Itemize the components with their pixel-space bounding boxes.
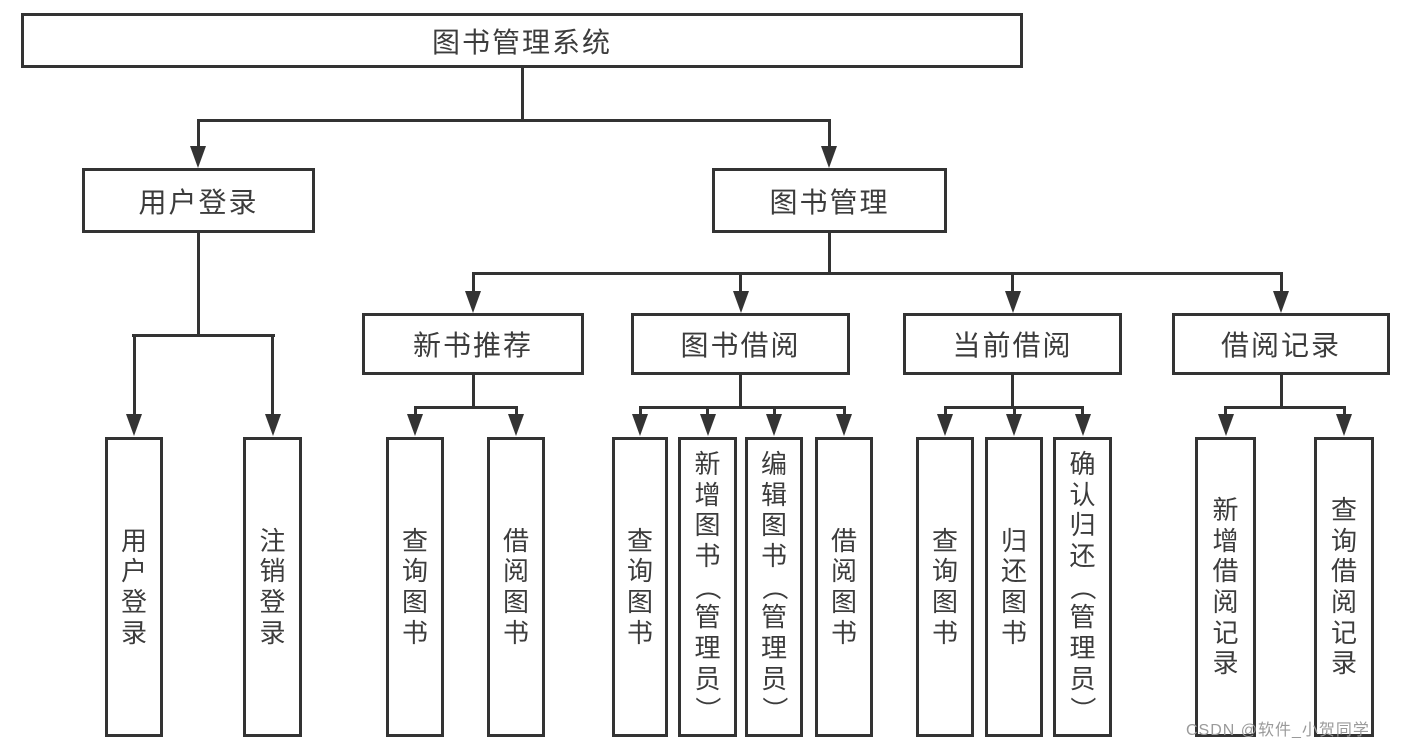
leaf-nb-borrow-book-box: 借阅图书 xyxy=(487,437,545,737)
leaf-cb-query-book-box: 查询图书 xyxy=(916,437,974,737)
book-borrow-node-label: 图书借阅 xyxy=(680,330,801,361)
new-book-recommend-node-box: 新书推荐 xyxy=(362,313,584,375)
down-arrow-icon xyxy=(766,414,782,436)
connector-hline xyxy=(638,405,846,409)
current-borrow-node-label: 当前借阅 xyxy=(952,330,1073,361)
down-arrow-icon xyxy=(632,414,648,436)
down-arrow-icon xyxy=(1074,414,1091,436)
down-arrow-icon xyxy=(1217,414,1234,436)
new-book-recommend-node-label: 新书推荐 xyxy=(412,330,533,361)
connector-hline xyxy=(413,405,518,409)
connector-shaft xyxy=(196,118,200,148)
root-node-box: 图书管理系统 xyxy=(21,13,1023,68)
down-arrow-icon xyxy=(937,414,953,436)
connector-shaft xyxy=(943,405,947,417)
connector-shaft xyxy=(842,405,846,417)
connector-stub xyxy=(471,375,475,407)
connector-stub xyxy=(739,375,742,407)
down-arrow-icon xyxy=(264,414,281,436)
down-arrow-icon xyxy=(508,414,524,436)
connector-stub xyxy=(827,233,831,274)
down-arrow-icon xyxy=(1336,414,1352,436)
connector-shaft xyxy=(827,118,831,148)
down-arrow-icon xyxy=(732,291,749,313)
connector-shaft xyxy=(1012,405,1016,417)
down-arrow-icon xyxy=(465,291,481,313)
connector-shaft xyxy=(132,333,136,416)
connector-hline xyxy=(131,333,275,337)
leaf-br-add-record-box: 新增借阅记录 xyxy=(1195,437,1256,737)
leaf-bb-query-book-box: 查询图书 xyxy=(612,437,668,737)
leaf-br-query-record-box: 查询借阅记录 xyxy=(1314,437,1374,737)
down-arrow-icon xyxy=(1273,291,1289,313)
down-arrow-icon xyxy=(190,146,206,168)
leaf-logout-login-box: 注销登录 xyxy=(243,437,302,737)
connector-hline xyxy=(1223,405,1346,409)
connector-shaft xyxy=(1342,405,1346,417)
current-borrow-node-box: 当前借阅 xyxy=(903,313,1122,375)
connector-shaft xyxy=(772,405,776,417)
connector-shaft xyxy=(413,405,417,417)
borrow-records-node-label: 借阅记录 xyxy=(1220,330,1341,361)
connector-shaft xyxy=(739,271,742,294)
connector-shaft xyxy=(471,271,475,294)
book-management-node-label: 图书管理 xyxy=(769,186,890,218)
down-arrow-icon xyxy=(699,414,716,436)
connector-stub xyxy=(1279,375,1283,407)
connector-stub xyxy=(196,233,200,336)
connector-stub xyxy=(1011,375,1014,407)
connector-root-stub xyxy=(520,68,524,121)
connector-shaft xyxy=(271,333,274,416)
down-arrow-icon xyxy=(126,414,142,436)
connector-shaft xyxy=(706,405,709,417)
borrow-records-node-box: 借阅记录 xyxy=(1172,313,1390,375)
connector-level2-hline xyxy=(196,118,831,122)
user-login-node-box: 用户登录 xyxy=(82,168,315,233)
connector-shaft xyxy=(1011,271,1014,294)
down-arrow-icon xyxy=(1006,414,1022,436)
csdn-watermark: CSDN @软件_小贺同学 xyxy=(1186,722,1370,739)
connector-level3-hline xyxy=(471,271,1283,275)
down-arrow-icon xyxy=(821,146,837,168)
connector-shaft xyxy=(1081,405,1084,417)
leaf-bb-borrow-book-box: 借阅图书 xyxy=(815,437,873,737)
user-login-node-label: 用户登录 xyxy=(138,186,259,218)
down-arrow-icon xyxy=(407,414,423,436)
leaf-nb-query-book-box: 查询图书 xyxy=(386,437,444,737)
down-arrow-icon xyxy=(1004,291,1021,313)
leaf-bb-edit-book-admin-box: 编辑图书（管理员） xyxy=(745,437,803,737)
connector-shaft xyxy=(1279,271,1283,294)
leaf-cb-confirm-return-admin-box: 确认归还（管理员） xyxy=(1053,437,1112,737)
leaf-bb-add-book-admin-box: 新增图书（管理员） xyxy=(678,437,737,737)
connector-shaft xyxy=(1224,405,1227,417)
book-borrow-node-box: 图书借阅 xyxy=(631,313,850,375)
book-management-node-box: 图书管理 xyxy=(712,168,947,233)
leaf-cb-return-book-box: 归还图书 xyxy=(985,437,1043,737)
root-node-label: 图书管理系统 xyxy=(431,26,612,58)
connector-shaft xyxy=(514,405,518,417)
leaf-user-login-box: 用户登录 xyxy=(105,437,163,737)
down-arrow-icon xyxy=(836,414,852,436)
connector-shaft xyxy=(638,405,642,417)
